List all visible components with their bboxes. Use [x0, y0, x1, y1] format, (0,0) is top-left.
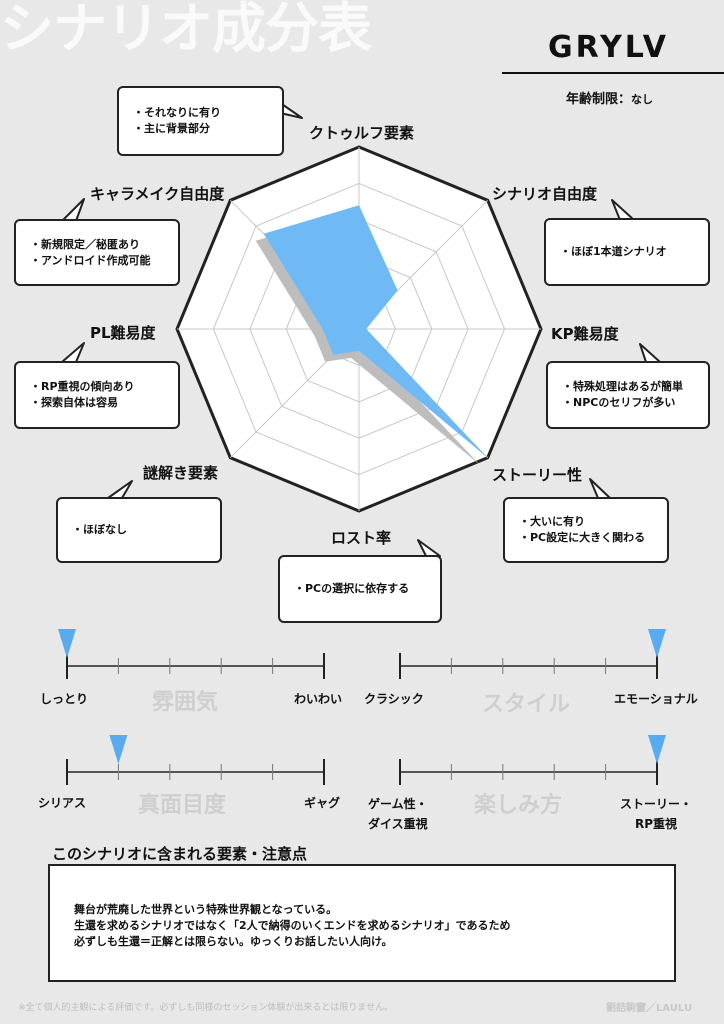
- comment-kp-difficulty: ・特殊処理はあるが簡単 ・NPCのセリフが多い: [546, 361, 710, 429]
- comment-line: ・大いに有り: [519, 515, 585, 528]
- comment-line: ・アンドロイド作成可能: [30, 253, 151, 267]
- slider-left-atmosphere: しっとり: [40, 692, 89, 706]
- axis-label-lost-rate: ロスト率: [331, 529, 392, 547]
- slider-marker: [648, 629, 666, 658]
- comment-line: ・探索自体は容易: [30, 396, 118, 409]
- comment-cthulhu: ・それなりに有り ・主に背景部分: [117, 86, 284, 156]
- slider-name-style: スタイル: [482, 692, 571, 717]
- comment-line: ・PCの選択に依存する: [294, 582, 410, 595]
- comment-pl-difficulty: ・RP重視の傾向あり ・探索自体は容易: [14, 361, 180, 429]
- comment-puzzle: ・ほぼなし: [56, 497, 222, 563]
- slider-left-enjoyment: ゲーム性・ ダイス重視: [368, 794, 428, 834]
- comment-scenario-freedom: ・ほぼ1本道シナリオ: [544, 218, 710, 286]
- slider-left-line: ゲーム性・: [368, 797, 428, 811]
- age-restriction-label: 年齢制限：: [566, 92, 632, 107]
- axis-label-story: ストーリー性: [492, 466, 583, 484]
- slider-right-line: RP重視: [634, 817, 678, 831]
- notes-line: 生還を求めるシナリオではなく「2人で納得のいくエンドを求めるシナリオ」であるため: [74, 919, 511, 932]
- sheet-title: シナリオ成分表: [0, 0, 372, 60]
- slider-marker: [648, 735, 666, 764]
- comment-line: ・ほぼ1本道シナリオ: [560, 245, 667, 258]
- slider-name-atmosphere: 雰囲気: [152, 690, 219, 715]
- notes-box: 舞台が荒廃した世界という特殊世界観となっている。 生還を求めるシナリオではなく「…: [48, 864, 676, 982]
- age-restriction: 年齢制限：なし: [566, 88, 653, 107]
- axis-label-pl-difficulty: PL難易度: [90, 324, 156, 342]
- slider-marker: [58, 629, 76, 658]
- axis-label-puzzle: 謎解き要素: [143, 464, 219, 482]
- axis-label-kp-difficulty: KP難易度: [551, 325, 619, 343]
- comment-charamake: ・新規限定／秘匿あり ・アンドロイド作成可能: [14, 219, 180, 286]
- age-restriction-value: なし: [631, 93, 654, 106]
- title-underline: [502, 72, 724, 74]
- scenario-title: GRYLV: [548, 30, 670, 65]
- comment-line: ・主に背景部分: [133, 122, 210, 135]
- slider-right-style: エモーショナル: [614, 692, 698, 706]
- notes-line: 舞台が荒廃した世界という特殊世界観となっている。: [74, 903, 338, 916]
- axis-label-scenario-freedom: シナリオ自由度: [492, 185, 598, 203]
- comment-line: ・RP重視の傾向あり: [30, 380, 135, 393]
- comment-line: ・ほぼなし: [72, 523, 127, 536]
- axis-label-charamake: キャラメイク自由度: [90, 185, 225, 203]
- slider-right-atmosphere: わいわい: [294, 692, 343, 706]
- slider-name-seriousness: 真面目度: [138, 793, 227, 818]
- comment-line: ・新規限定／秘匿あり: [30, 237, 140, 251]
- comment-line: ・それなりに有り: [133, 106, 221, 119]
- slider-marker: [109, 735, 128, 764]
- slider-left-line: ダイス重視: [368, 817, 428, 831]
- radar-chart: [175, 145, 543, 513]
- comment-line: ・PC設定に大きく関わる: [519, 531, 646, 544]
- comment-lost-rate: ・PCの選択に依存する: [278, 555, 442, 623]
- comment-story: ・大いに有り ・PC設定に大きく関わる: [503, 497, 669, 563]
- credit: 劉詰駒窶／LAULU: [606, 1003, 693, 1014]
- slider-left-seriousness: シリアス: [38, 796, 87, 810]
- axis-label-cthulhu: クトゥルフ要素: [309, 124, 415, 142]
- slider-right-seriousness: ギャグ: [304, 796, 341, 810]
- comment-line: ・特殊処理はあるが簡単: [562, 380, 683, 393]
- slider-right-line: ストーリー・: [620, 797, 693, 811]
- disclaimer: ※全て個人的主観による評価です。必ずしも同様のセッション体験が出来るとは限りませ…: [18, 1003, 394, 1013]
- comment-line: ・NPCのセリフが多い: [562, 396, 676, 409]
- slider-scales: [58, 629, 666, 785]
- radar-series-area: [263, 205, 488, 458]
- slider-right-enjoyment: ストーリー・ RP重視: [620, 794, 692, 834]
- slider-name-enjoyment: 楽しみ方: [474, 793, 563, 818]
- slider-left-style: クラシック: [364, 692, 424, 706]
- notes-line: 必ずしも生還＝正解とは限らない。ゆっくりお話したい人向け。: [74, 935, 393, 948]
- notes-heading: このシナリオに含まれる要素・注意点: [52, 845, 308, 863]
